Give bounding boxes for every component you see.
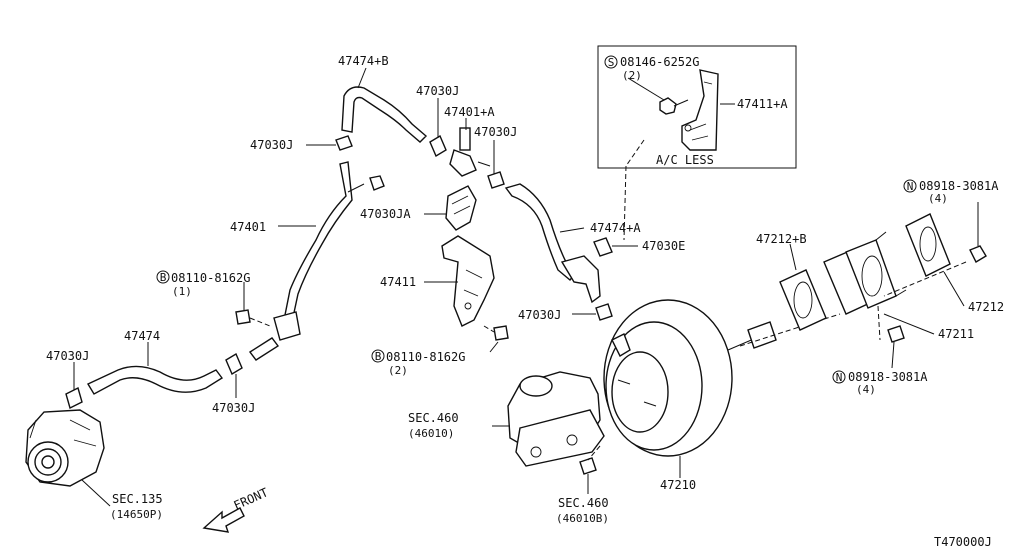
clamp-bottom-drawing xyxy=(225,352,243,376)
label-tube: 47401 xyxy=(230,220,266,234)
clamp-mid-drawing xyxy=(487,171,505,189)
label-gasket-b: 47212+B xyxy=(756,232,807,246)
screw-marker-icon: S xyxy=(604,55,618,69)
label-front: FRONT xyxy=(232,485,271,512)
bolt-b2-drawing xyxy=(483,325,509,341)
label-clamp-mid: 47030J xyxy=(474,125,517,139)
label-clamp-left: 47030J xyxy=(250,138,293,152)
label-drawing-no: T470000J xyxy=(934,535,992,549)
label-screw-s-qty: (2) xyxy=(622,69,642,82)
tube-drawing xyxy=(283,161,353,323)
dash-inset-down xyxy=(623,165,627,241)
bracket-drawing xyxy=(441,235,495,327)
svg-text:B: B xyxy=(160,271,167,284)
label-clamp-ja: 47030JA xyxy=(360,207,411,221)
clamp-booster-drawing xyxy=(595,303,613,321)
label-nut-n2-qty: (4) xyxy=(856,383,876,396)
label-sec460b-code: (46010B) xyxy=(556,512,609,525)
label-hose-a: 47474+A xyxy=(590,221,641,235)
label-ac-less: A/C LESS xyxy=(656,153,714,167)
clamp-far-left-drawing xyxy=(65,386,83,410)
label-bolt-b2: 08110-8162G xyxy=(386,350,465,364)
label-bracket-a: 47411+A xyxy=(737,97,788,111)
label-sec135: SEC.135 xyxy=(112,492,163,506)
label-valve: 47401+A xyxy=(444,105,495,119)
label-nut-n1: 08918-3081A xyxy=(919,179,999,193)
tube-end xyxy=(248,337,280,361)
inset-frame xyxy=(597,45,797,169)
vacuum-pump-drawing xyxy=(25,409,105,487)
label-bolt-b1-qty: (1) xyxy=(172,285,192,298)
hose-upper xyxy=(341,86,428,143)
gasket-b-drawing xyxy=(779,269,827,331)
label-booster: 47210 xyxy=(660,478,696,492)
front-arrow-icon xyxy=(202,507,245,533)
bolt-b1-drawing xyxy=(235,309,271,327)
brake-booster-drawing xyxy=(603,299,777,457)
gasket-drawing xyxy=(905,213,951,277)
label-bolt-b1: 08110-8162G xyxy=(171,271,250,285)
clamp-ja-drawing xyxy=(445,185,477,231)
svg-text:N: N xyxy=(907,180,914,193)
elbow-connector-drawing xyxy=(560,255,601,304)
label-sec460b: SEC.460 xyxy=(558,496,609,510)
label-sec135-code: (14650P) xyxy=(110,508,163,521)
label-hose-upper: 47474+B xyxy=(338,54,389,68)
dash-inset xyxy=(625,139,645,167)
label-hose-lower: 47474 xyxy=(124,329,160,343)
screw-s-drawing xyxy=(659,97,689,115)
check-valve-drawing xyxy=(449,127,491,177)
hose-lower xyxy=(87,365,224,395)
nut-n1-drawing xyxy=(969,245,987,263)
label-clamp-e: 47030E xyxy=(642,239,685,253)
clamp-e-drawing xyxy=(593,237,613,257)
svg-text:N: N xyxy=(836,371,843,384)
label-clamp-bottom: 47030J xyxy=(212,401,255,415)
label-nut-n2: 08918-3081A xyxy=(848,370,928,384)
label-gasket: 47212 xyxy=(968,300,1004,314)
nut-marker-icon-2: N xyxy=(832,370,846,384)
nut-n2-drawing xyxy=(887,325,905,343)
label-bracket: 47411 xyxy=(380,275,416,289)
label-clamp-booster: 47030J xyxy=(518,308,561,322)
leader-hose-upper xyxy=(357,67,367,89)
label-sec460a: SEC.460 xyxy=(408,411,459,425)
label-sec460a-code: (46010) xyxy=(408,427,454,440)
label-bolt-b2-qty: (2) xyxy=(388,364,408,377)
bracket-a-drawing xyxy=(681,69,719,151)
leader-screw-s xyxy=(627,77,665,101)
label-clamp-far-left: 47030J xyxy=(46,349,89,363)
tube-bracket xyxy=(273,311,301,341)
nut-marker-icon-1: N xyxy=(903,179,917,193)
svg-text:S: S xyxy=(608,56,615,69)
spacer-drawing xyxy=(823,231,907,315)
clamp-left-drawing xyxy=(335,135,353,151)
bolt-top-drawing xyxy=(347,175,385,193)
label-screw-s: 08146-6252G xyxy=(620,55,699,69)
bolt-marker-icon-1: B xyxy=(156,270,170,284)
svg-text:B: B xyxy=(375,350,382,363)
label-clamp-top: 47030J xyxy=(416,84,459,98)
ac-less-inset xyxy=(597,45,797,169)
bolt-marker-icon-2: B xyxy=(371,349,385,363)
label-spacer: 47211 xyxy=(938,327,974,341)
master-cylinder-drawing xyxy=(507,371,605,467)
label-nut-n1-qty: (4) xyxy=(928,192,948,205)
clamp-top-drawing xyxy=(429,134,447,158)
sec460b-fitting-drawing xyxy=(579,457,597,494)
